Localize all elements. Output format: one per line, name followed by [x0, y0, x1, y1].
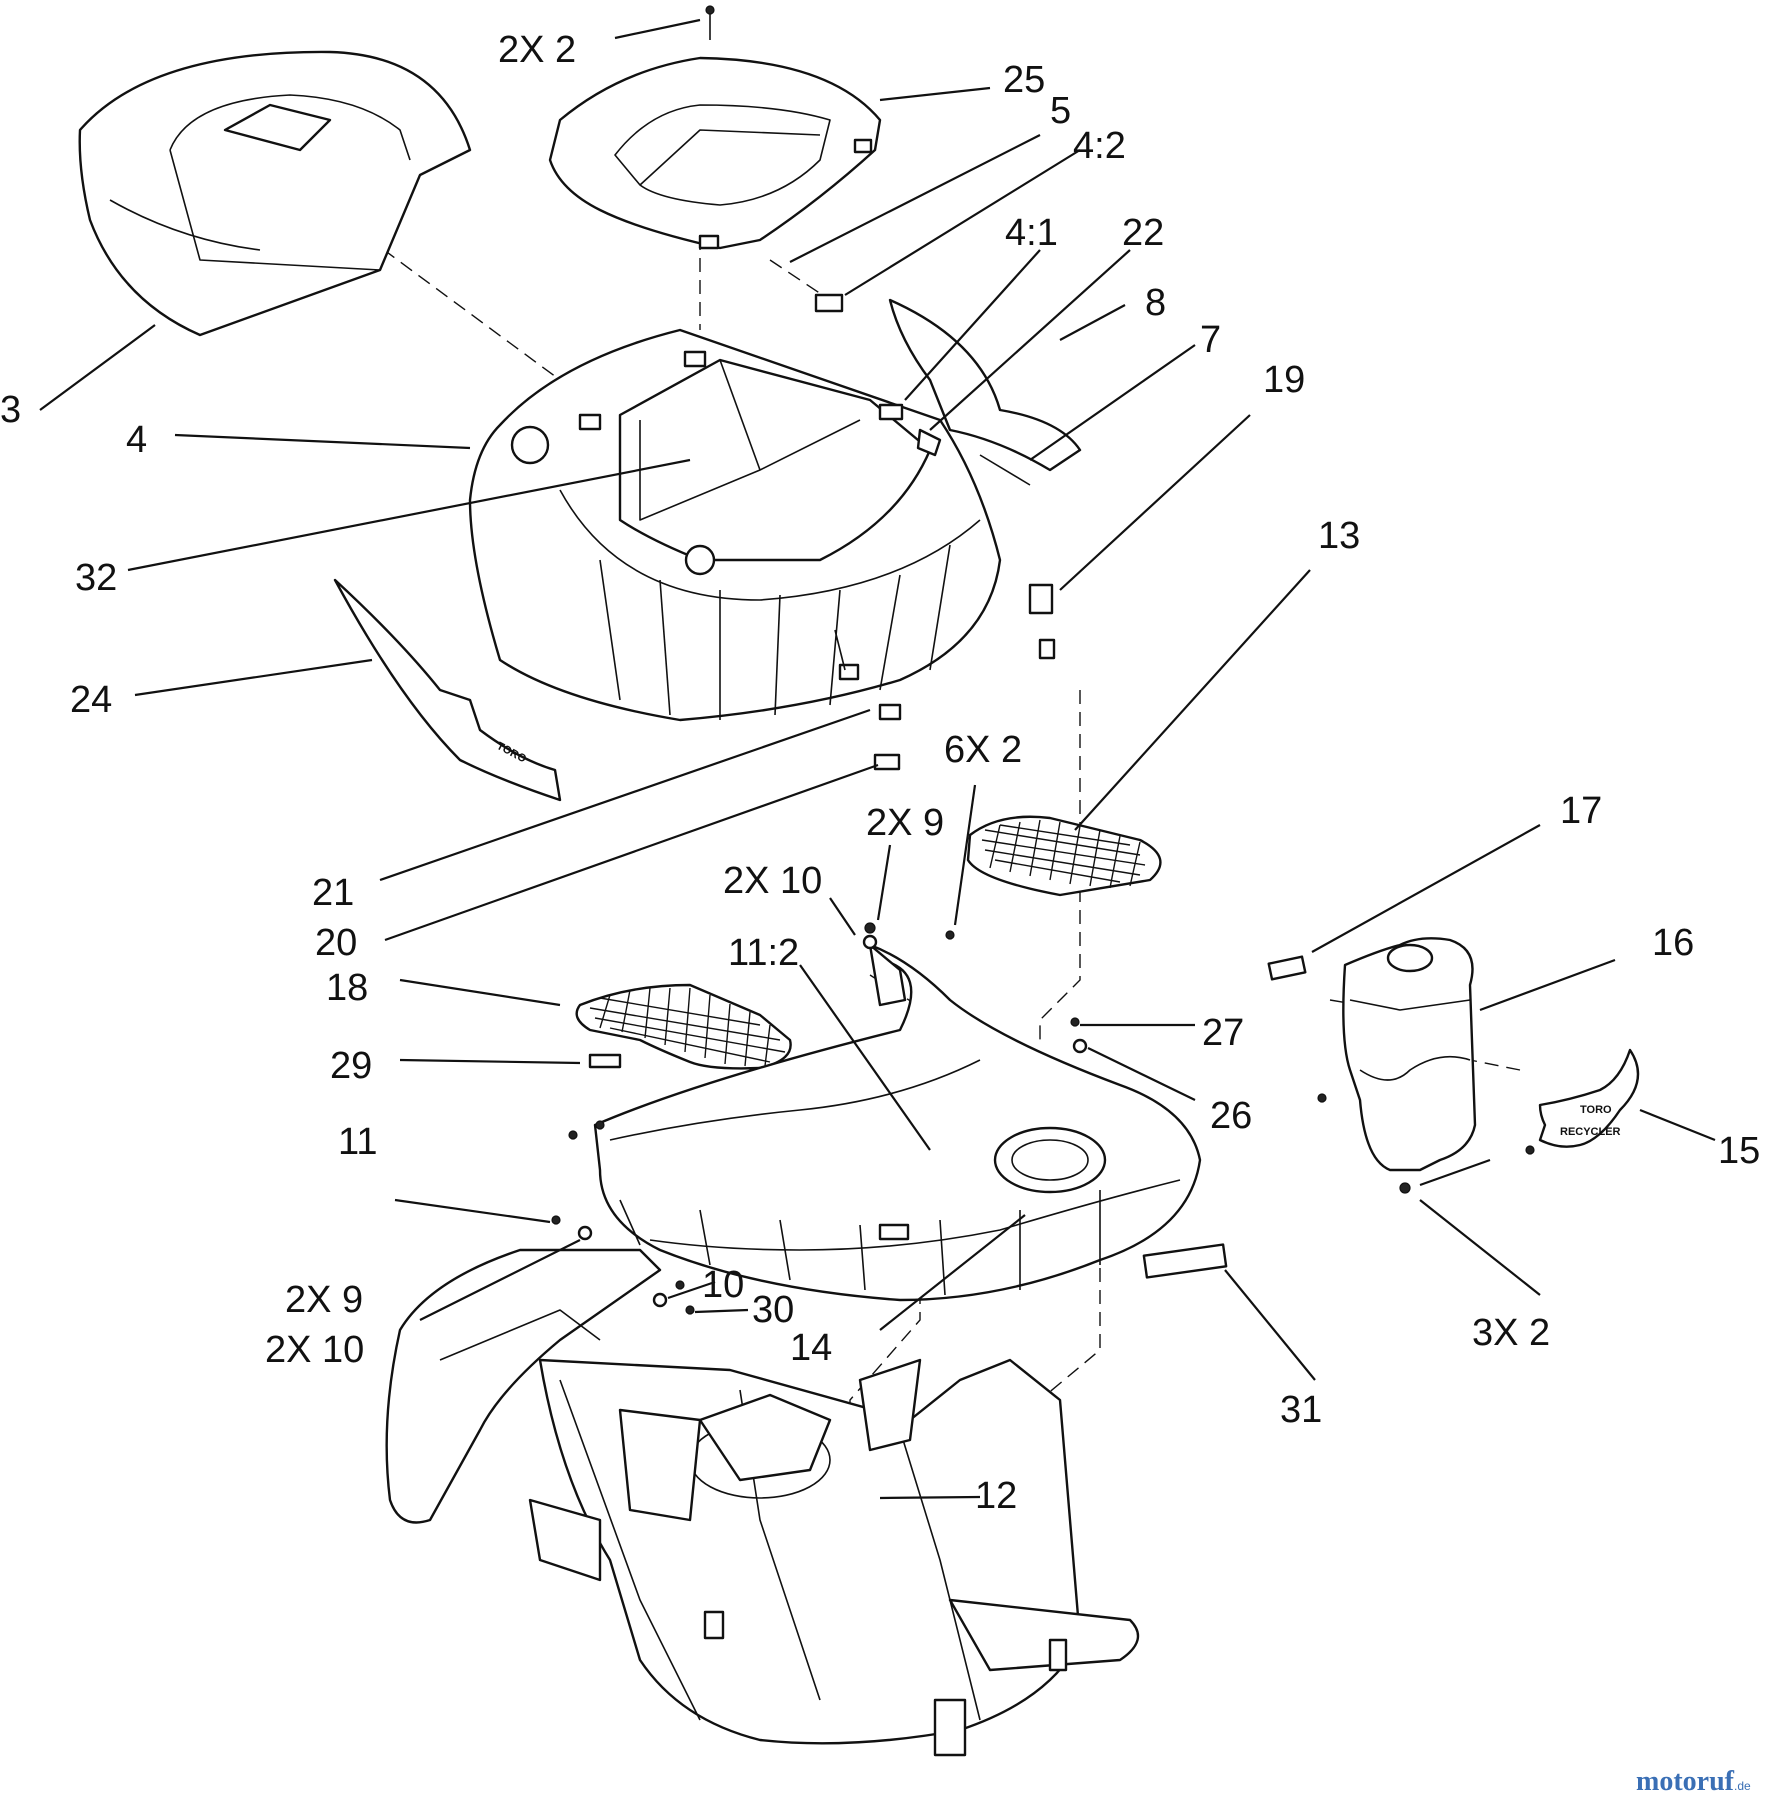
callout-14: 14 — [790, 1327, 832, 1369]
callout-5: 5 — [1050, 90, 1071, 132]
callout-15: 15 — [1718, 1130, 1760, 1172]
part-30 — [685, 1305, 695, 1315]
callout-2x9-top: 2X 9 — [866, 802, 944, 844]
fastener-6 — [945, 930, 955, 940]
footrest-part-18 — [575, 983, 792, 1070]
fastener-9-bot — [551, 1215, 561, 1225]
decal-4-2 — [814, 293, 844, 313]
callout-4: 4 — [126, 419, 147, 461]
decal-22 — [916, 428, 942, 457]
callout-29: 29 — [330, 1045, 372, 1087]
callout-labels: 2X 2 25 5 4:2 4:1 22 8 7 19 3 4 32 24 13… — [0, 29, 1760, 1517]
bagger-logo-text: TORO — [1580, 1104, 1612, 1116]
hood-body-part-4 — [468, 328, 1002, 722]
callout-20: 20 — [315, 922, 357, 964]
decal-8 — [888, 298, 1082, 472]
fender-part-11 — [588, 943, 1202, 1302]
watermark-brand-text: motoruf — [1636, 1766, 1735, 1797]
callout-17: 17 — [1560, 790, 1602, 832]
callout-3: 3 — [0, 389, 21, 431]
callout-4-1: 4:1 — [1005, 212, 1058, 254]
fastener-9-top — [864, 922, 876, 934]
callout-16: 16 — [1652, 922, 1694, 964]
callout-13: 13 — [1318, 515, 1360, 557]
decal-19 — [1028, 583, 1054, 615]
callout-11-2: 11:2 — [728, 932, 799, 974]
decal-21 — [878, 703, 902, 721]
callout-21: 21 — [312, 872, 354, 914]
cover-part-25 — [548, 56, 882, 250]
callout-25: 25 — [1003, 59, 1045, 101]
footrest-part-13 — [966, 815, 1162, 897]
seat-part-3 — [78, 50, 472, 337]
callout-2x10-top: 2X 10 — [723, 860, 822, 902]
callout-19: 19 — [1263, 359, 1305, 401]
callout-11: 11 — [338, 1121, 377, 1163]
callout-3x2: 3X 2 — [1472, 1312, 1550, 1354]
decal-20 — [873, 753, 901, 771]
callout-27: 27 — [1202, 1012, 1244, 1054]
callout-30: 30 — [752, 1289, 794, 1331]
callout-2x10-bot: 2X 10 — [265, 1329, 364, 1371]
callout-18: 18 — [326, 967, 368, 1009]
decal-31 — [1142, 1243, 1228, 1279]
callout-24: 24 — [70, 679, 112, 721]
part-10 — [652, 1292, 668, 1308]
fastener-16-left — [1317, 1093, 1327, 1103]
callout-10: 10 — [702, 1264, 744, 1306]
callout-6x2: 6X 2 — [944, 729, 1022, 771]
callout-12: 12 — [975, 1475, 1017, 1517]
callout-8: 8 — [1145, 282, 1166, 324]
callout-32: 32 — [75, 557, 117, 599]
watermark-brand: motoruf.de — [1636, 1766, 1751, 1797]
washer-10-bot — [577, 1225, 593, 1241]
recycler-badge-text: RECYCLER — [1560, 1126, 1621, 1138]
callout-26: 26 — [1210, 1095, 1252, 1137]
washer-26 — [1072, 1038, 1088, 1054]
watermark: motoruf.de — [1636, 1766, 1751, 1797]
leader-lines — [39, 18, 1716, 1500]
callout-2x2-top: 2X 2 — [498, 29, 576, 71]
callout-7: 7 — [1200, 319, 1221, 361]
callout-2x9-bot: 2X 9 — [285, 1279, 363, 1321]
fasteners — [551, 5, 1535, 1315]
watermark-suffix-text: .de — [1734, 1779, 1751, 1793]
fastener-top — [705, 5, 715, 15]
callout-22: 22 — [1122, 212, 1164, 254]
washer-10-top — [862, 934, 878, 950]
small-decals — [814, 293, 1082, 660]
callout-31: 31 — [1280, 1389, 1322, 1431]
fastener-16-right — [1525, 1145, 1535, 1155]
bagger-part-16 — [1267, 937, 1477, 1194]
callout-4-2: 4:2 — [1073, 125, 1126, 167]
frame-part-12 — [385, 1120, 1140, 1757]
decal-7 — [979, 454, 1031, 486]
recycler-badge-part-15: TORO RECYCLER — [1538, 1048, 1640, 1148]
decal-4-1 — [878, 403, 904, 421]
fastener-27 — [1070, 1017, 1080, 1027]
